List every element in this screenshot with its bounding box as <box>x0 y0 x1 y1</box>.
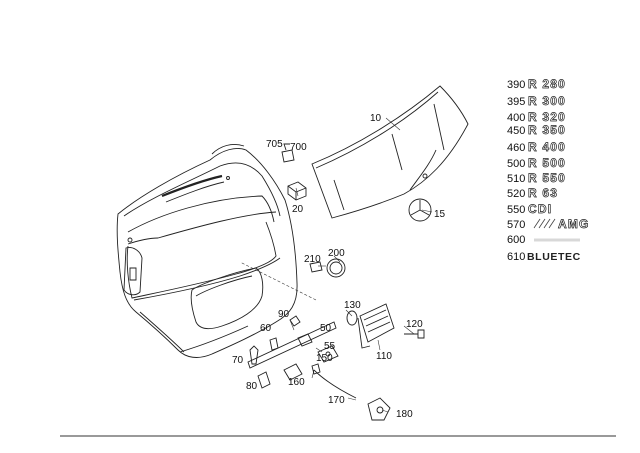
callout-50: 50 <box>320 323 332 334</box>
badge-list: 390 R 280 395 R 300 400 R 320 450 R 350 … <box>507 77 590 263</box>
badge-item: 500 R 500 <box>507 156 566 171</box>
emblem-star-15 <box>408 198 432 222</box>
badge-number: 400 <box>507 112 525 124</box>
badge-number: 500 <box>507 158 525 170</box>
amg-slash-marks <box>533 218 556 229</box>
badge-number: 460 <box>507 142 525 154</box>
badge-lettering: AMG <box>558 217 590 231</box>
callout-200: 200 <box>328 248 345 259</box>
bulb-70 <box>249 345 259 365</box>
part-130-grommet <box>346 310 358 326</box>
badge-number: 520 <box>507 188 525 200</box>
callout-120: 120 <box>406 319 423 330</box>
callout-60: 60 <box>260 323 272 334</box>
badge-item: 610 BLUETEC <box>507 251 581 263</box>
badge-number: 570 <box>507 219 525 231</box>
handle-strip-90 <box>247 315 337 369</box>
callout-160: 160 <box>288 377 305 388</box>
badge-item: 510 R 550 <box>507 171 566 186</box>
part-210-clip <box>309 261 323 273</box>
part-20-block <box>287 181 307 201</box>
badge-number: 395 <box>507 96 525 108</box>
cable-170 <box>311 363 357 399</box>
badge-lettering: CDI <box>528 202 552 216</box>
badge-item: 460 R 400 <box>507 140 566 155</box>
callout-130: 130 <box>344 300 361 311</box>
badge-item: 550 CDI <box>507 202 552 217</box>
badge-item: 600 <box>507 234 580 246</box>
callout-80: 80 <box>246 381 258 392</box>
callout-705: 705 <box>266 139 283 150</box>
switch-150 <box>317 345 339 363</box>
badge-number: 450 <box>507 125 525 137</box>
badge-lettering: R 320 <box>528 110 566 124</box>
badge-item: 400 R 320 <box>507 110 566 125</box>
callout-15: 15 <box>434 209 446 220</box>
badge-lettering: R 550 <box>528 171 566 185</box>
screw-120 <box>404 329 425 339</box>
callout-55: 55 <box>324 341 336 352</box>
badge-lettering: R 400 <box>528 140 566 154</box>
callout-170: 170 <box>328 395 345 406</box>
part-705-700-connector <box>281 143 295 163</box>
badge-lettering: R 350 <box>528 123 566 137</box>
badge-lettering: R 63 <box>528 186 558 200</box>
callout-110: 110 <box>376 351 392 362</box>
badge-number: 600 <box>507 234 525 246</box>
tailgate-drawing <box>116 143 298 358</box>
badge-number: 610 <box>507 251 525 263</box>
callout-150: 150 <box>316 353 333 364</box>
badge-number: 390 <box>507 79 525 91</box>
connector-80 <box>257 371 271 389</box>
callout-90: 90 <box>278 309 290 320</box>
badge-number: 510 <box>507 173 525 185</box>
callout-labels: 10 15 20 705 700 200 210 130 120 110 90 … <box>232 113 446 420</box>
badge-item: 395 R 300 <box>507 94 566 109</box>
badge-lettering: BLUETEC <box>527 251 581 263</box>
switch-160 <box>283 363 303 381</box>
callout-700: 700 <box>290 142 307 153</box>
badge-item: 390 R 280 <box>507 77 566 92</box>
callout-20: 20 <box>292 204 304 215</box>
badge-number: 550 <box>507 204 525 216</box>
part-50-light <box>297 333 313 347</box>
badge-item: 570 AMG <box>507 217 590 232</box>
callout-210: 210 <box>304 254 321 265</box>
badge-lettering: R 280 <box>528 77 566 91</box>
emblem-200 <box>326 258 346 278</box>
camera-180 <box>367 397 391 421</box>
license-bracket-110 <box>357 303 395 349</box>
badge-item: 450 R 350 <box>507 123 566 138</box>
badge-lettering: R 300 <box>528 94 566 108</box>
lamp-60 <box>269 337 279 351</box>
rear-window-glass <box>311 85 469 219</box>
badge-item: 520 R 63 <box>507 186 558 201</box>
callout-70: 70 <box>232 355 244 366</box>
callout-180: 180 <box>396 409 413 420</box>
callout-10: 10 <box>370 113 382 124</box>
badge-lettering: R 500 <box>528 156 566 170</box>
